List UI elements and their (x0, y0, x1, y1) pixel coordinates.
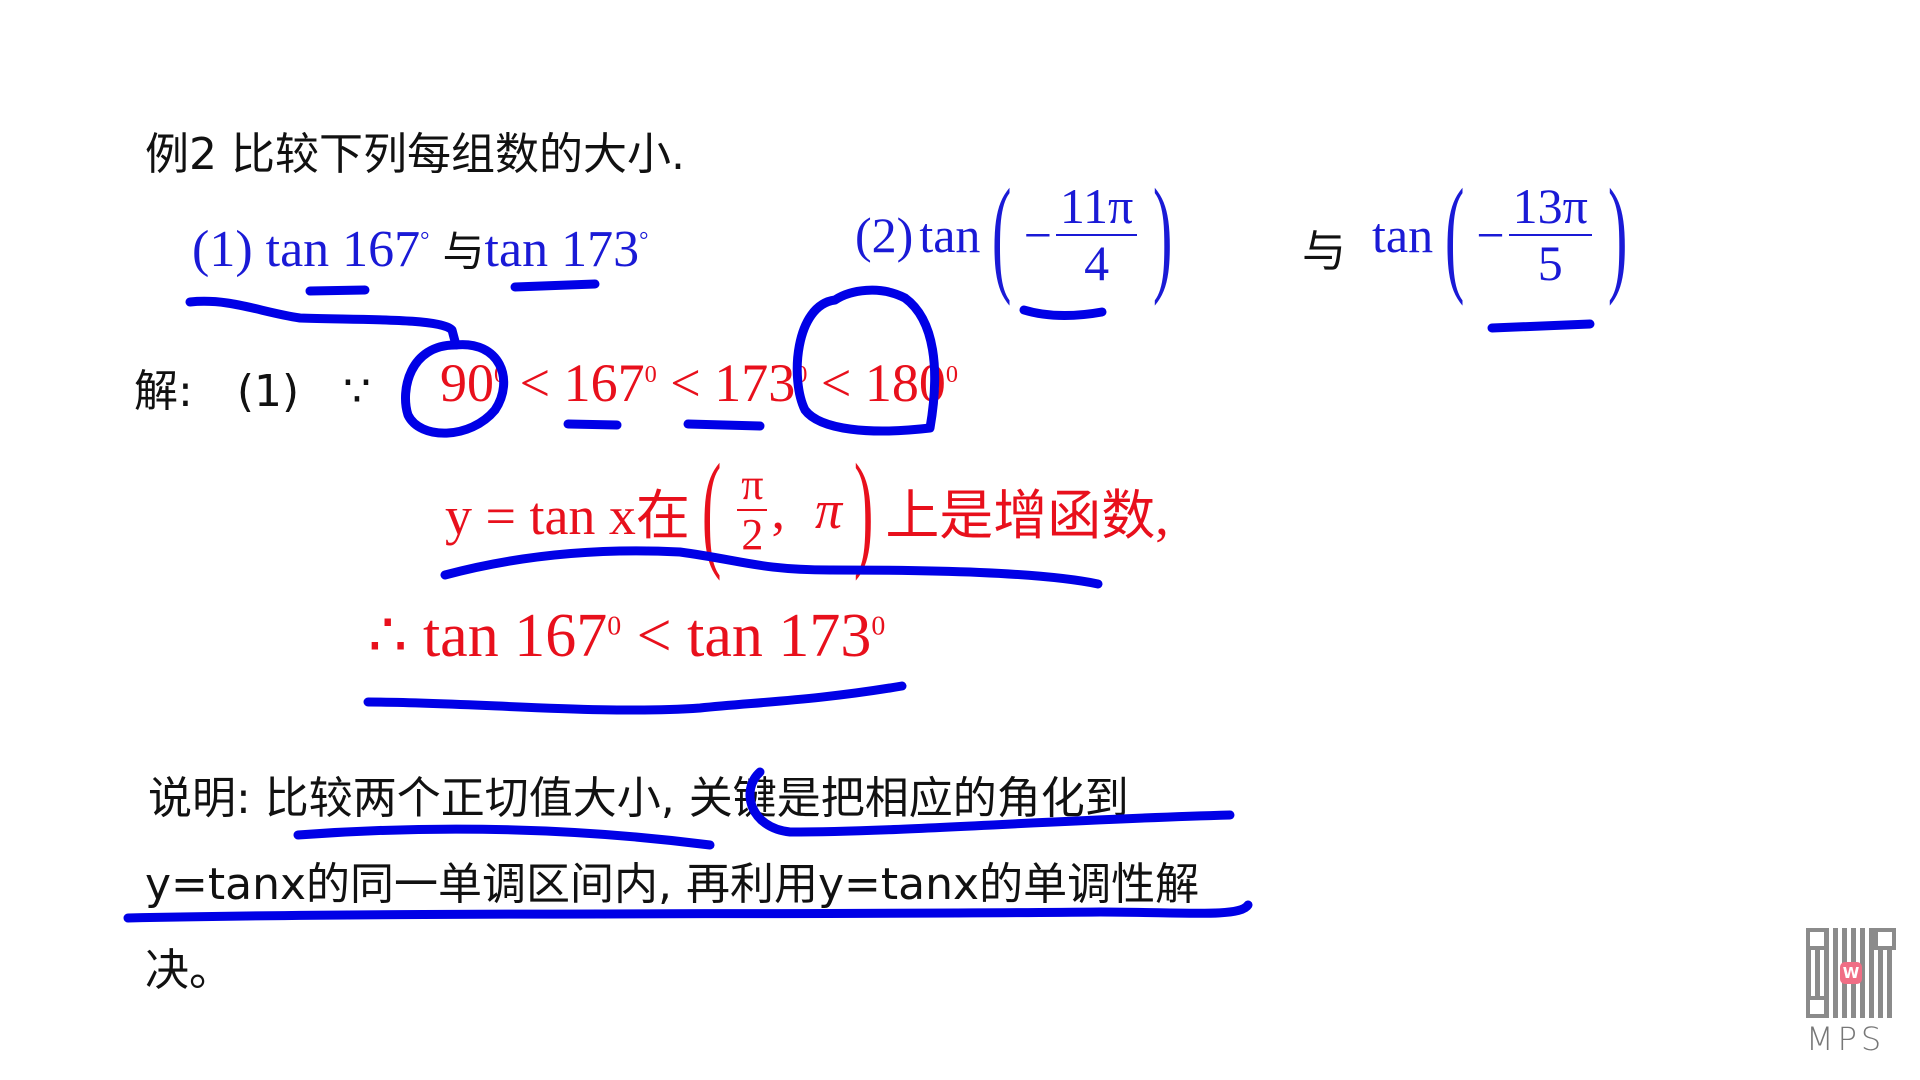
problem-2-conj: 与 (1302, 226, 1346, 277)
problem-2-label: (2) (855, 207, 914, 263)
degree: 0 (945, 361, 959, 388)
qr-finder (1874, 928, 1896, 950)
mono-prefix: y = tan x在 (445, 485, 690, 546)
exponent: 0 (607, 610, 622, 642)
solution-part: (1) (236, 366, 300, 417)
problem-1: (1) tan 167° 与tan 173° (192, 218, 648, 279)
problem-1-b: tan 173 (484, 221, 640, 278)
qr-finder (1806, 928, 1828, 950)
degree: ° (639, 227, 649, 254)
underline-ineq-173 (683, 419, 765, 431)
ineq-term: < 180 (820, 353, 946, 413)
note-line-2: y=tanx的同一单调区间内, 再利用y=tanx的单调性解 (145, 859, 1200, 910)
underline-den-4 (1019, 305, 1107, 320)
exponent: 0 (871, 610, 886, 642)
underline-conclusion (363, 681, 907, 715)
qr-finder (1806, 996, 1828, 1018)
left-paren: ( (992, 163, 1012, 307)
left-paren: ( (1445, 163, 1465, 307)
problem-1-label: (1) (192, 221, 253, 278)
degree: 0 (795, 361, 808, 388)
interval-end: π (814, 480, 843, 540)
degree: 0 (494, 361, 507, 388)
wps-qr-code: W (1806, 928, 1896, 1018)
interval-sep: , (771, 480, 785, 540)
because-symbol: ∵ (343, 366, 372, 417)
ineq-term: < 173 (670, 353, 796, 413)
underline-ineq-167 (563, 419, 622, 430)
wps-logo-icon: W (1840, 962, 1862, 984)
problem-1-conj: 与 (442, 227, 485, 276)
conclusion-left: ∴ tan 167 (368, 602, 608, 670)
tan-fn: tan (919, 207, 981, 263)
underline-167 (305, 285, 370, 296)
minus-sign: − (1476, 207, 1505, 263)
underline-den-5 (1487, 319, 1595, 333)
right-paren: ) (1607, 163, 1628, 307)
inequality-chain: 900 < 1670 < 1730 < 1800 (440, 352, 958, 414)
tan-fn: tan (1372, 207, 1434, 263)
degree: ° (420, 227, 430, 254)
minus-sign: − (1023, 207, 1052, 263)
solution-label: 解: (1) ∵ (134, 355, 371, 419)
degree: 0 (644, 361, 657, 388)
underline-note-1 (293, 824, 715, 850)
wps-brand: MPS (1806, 1020, 1886, 1058)
underline-173 (510, 279, 600, 292)
mono-suffix: 上是增函数, (885, 485, 1169, 546)
conclusion-right: < tan 173 (636, 602, 872, 670)
conclusion: ∴ tan 1670 < tan 1730 (368, 598, 885, 672)
note-line-1: 说明: 比较两个正切值大小, 关键是把相应的角化到 (148, 773, 1129, 824)
solution-label-text: 解: (134, 366, 193, 417)
right-paren: ) (1153, 163, 1173, 307)
right-paren: ) (853, 438, 874, 582)
connector-stroke (185, 296, 461, 350)
left-paren: ( (701, 438, 722, 582)
ineq-term: 90 (440, 353, 494, 413)
ineq-term: < 167 (519, 353, 645, 413)
problem-1-a: tan 167 (265, 221, 421, 278)
slide-title: 例2 比较下列每组数的大小. (145, 129, 685, 180)
note-line-3: 决。 (145, 945, 233, 996)
